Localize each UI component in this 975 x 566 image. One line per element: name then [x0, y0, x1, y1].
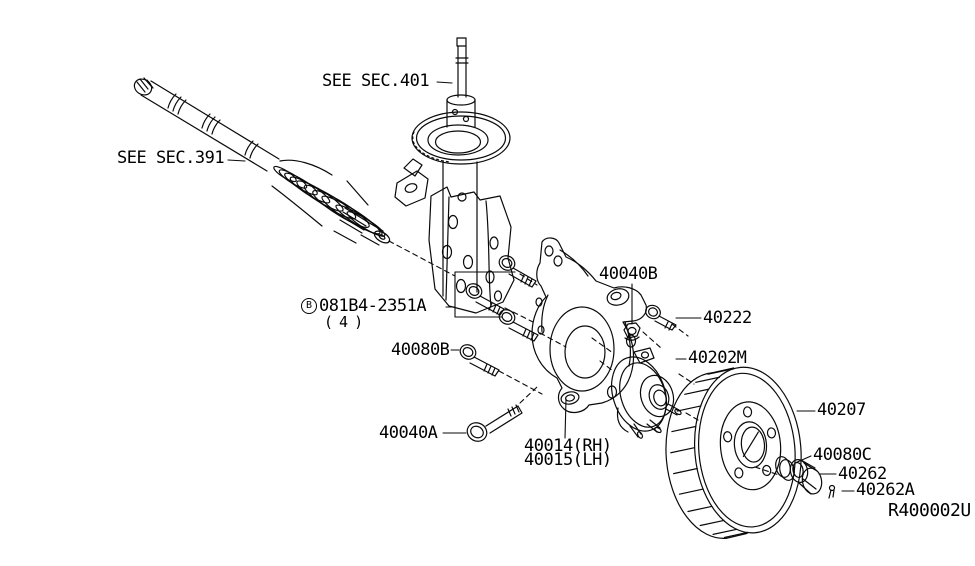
label-rotor-40207: 40207 — [817, 400, 866, 420]
drawing-reference-code: R400002U — [888, 500, 971, 521]
label-bolt-set-part-no: 081B4-2351A — [319, 295, 427, 316]
label-hub-40202m: 40202M — [688, 348, 747, 368]
leader-lines — [227, 81, 855, 492]
label-knuckle-lh: 40015(LH) — [524, 450, 612, 470]
bolt-40080b-drawing — [459, 344, 500, 377]
label-bolt-set: B 081B4-2351A — [301, 295, 427, 316]
label-bolt-40222: 40222 — [703, 308, 752, 328]
knuckle-drawing — [531, 237, 647, 414]
nut-40040b-drawing — [623, 322, 641, 341]
label-see-sec-401: SEE SEC.401 — [322, 71, 430, 91]
label-bolt-40040a: 40040A — [379, 423, 438, 443]
label-bolt-40080b: 40080B — [391, 340, 450, 360]
bolt-grade-mark-icon: B — [301, 298, 317, 314]
drive-shaft-drawing — [133, 77, 391, 246]
label-bolt-set-qty: ( 4 ) — [324, 313, 363, 331]
hub-drawing — [611, 347, 682, 439]
bolt-40040a-drawing — [466, 404, 523, 442]
brake-rotor-drawing — [665, 366, 802, 539]
label-see-sec-391: SEE SEC.391 — [117, 148, 225, 168]
label-knuckle-rh: 40014(RH) — [524, 436, 612, 456]
bolt-40222-drawing — [645, 304, 677, 331]
assembly-dashed-lines — [388, 240, 780, 476]
label-nut-40262: 40262 — [838, 464, 887, 484]
label-washer-40080c: 40080C — [813, 445, 872, 465]
label-nut-40040b: 40040B — [599, 264, 658, 284]
cotter-pin-drawing — [828, 484, 836, 499]
strut-drawing — [394, 37, 515, 314]
label-pin-40262a: 40262A — [856, 480, 915, 500]
knuckle-bolt-set-drawing — [465, 255, 539, 342]
washer-drawing — [775, 456, 795, 481]
